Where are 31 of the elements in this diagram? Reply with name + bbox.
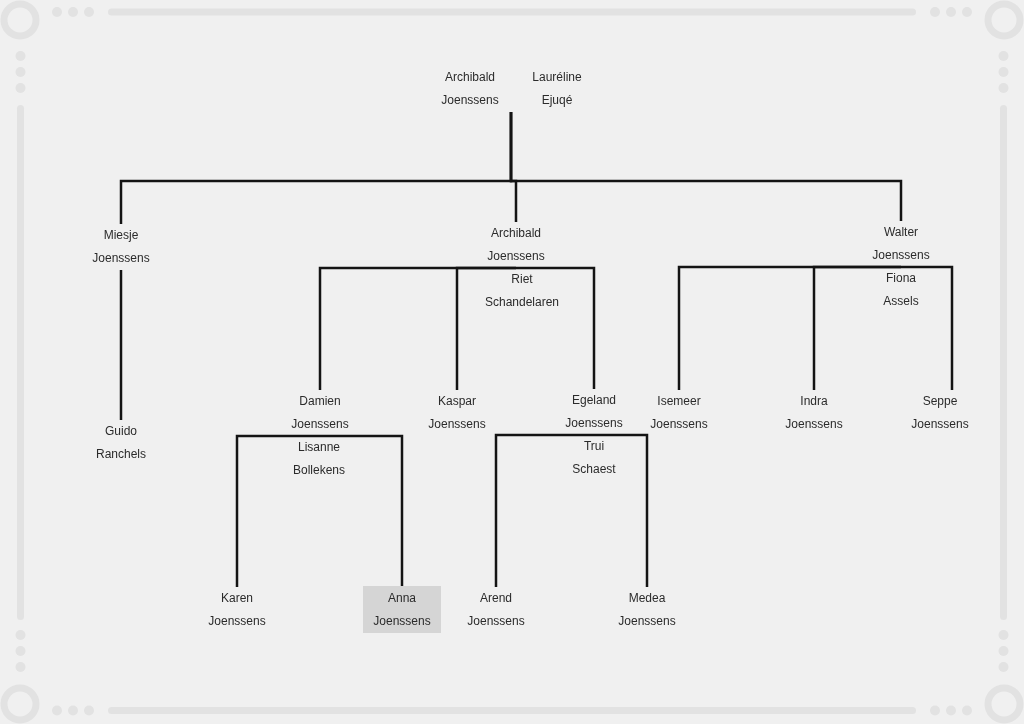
person-name: Damien Joenssens <box>291 390 349 436</box>
connector-line <box>514 266 596 389</box>
person-name: Lisanne Bollekens <box>293 436 345 482</box>
person-name: Miesje Joenssens <box>92 224 150 270</box>
connector-line <box>455 266 518 390</box>
connector-line <box>899 265 954 390</box>
person-name: Indra Joenssens <box>785 390 843 436</box>
person-name: Karen Joenssens <box>208 587 266 633</box>
person-name: Guido Ranchels <box>96 420 146 466</box>
connector-line <box>812 265 903 390</box>
connector-line <box>592 433 649 587</box>
highlight-box <box>363 586 441 633</box>
person-name: Archibald Joenssens <box>487 222 545 268</box>
person-name: Isemeer Joenssens <box>650 390 708 436</box>
person-name: Seppe Joenssens <box>911 390 969 436</box>
person-name: Trui Schaest <box>572 435 616 481</box>
person-name: Riet Schandelaren <box>484 268 559 314</box>
person-name: Fiona Assels <box>883 267 919 313</box>
person-name: Arend Joenssens <box>467 587 525 633</box>
person-name: Anna Joenssens <box>373 589 431 630</box>
person-name: Medea Joenssens <box>618 587 676 633</box>
connector-line <box>235 434 322 587</box>
connector-line <box>318 434 404 586</box>
person-name: Walter Joenssens <box>872 221 930 267</box>
person-name: Kaspar Joenssens <box>428 390 486 436</box>
connector-line <box>119 268 123 420</box>
person-name: Egeland Joenssens <box>565 389 623 435</box>
person-name: Lauréline Ejuqé <box>532 66 582 112</box>
connector-line <box>509 112 903 221</box>
connector-line <box>494 433 596 587</box>
person-name: Archibald Joenssens <box>441 66 512 112</box>
